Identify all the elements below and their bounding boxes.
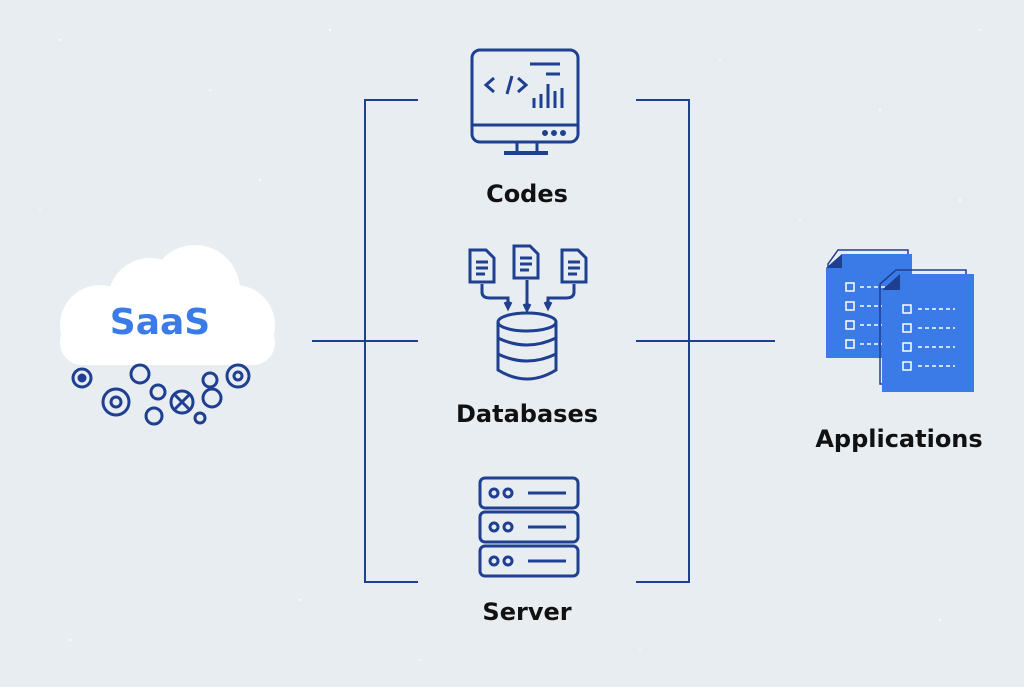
codes-label: Codes xyxy=(486,180,568,208)
left-bracket xyxy=(364,99,418,583)
documents-checklist-icon xyxy=(826,249,974,392)
applications-label: Applications xyxy=(815,425,983,453)
document-icon xyxy=(468,248,496,284)
gears-icon xyxy=(71,363,251,426)
database-icon xyxy=(468,244,588,381)
saas-label: SaaS xyxy=(109,302,211,343)
connector-lines xyxy=(312,99,775,583)
document-icon xyxy=(560,248,588,284)
databases-label: Databases xyxy=(455,400,599,428)
server-label: Server xyxy=(482,598,572,626)
document-icon xyxy=(512,244,540,280)
background-speckles xyxy=(39,28,1001,661)
monitor-code-icon xyxy=(470,48,580,155)
server-icon xyxy=(478,476,580,578)
cloud-icon xyxy=(60,245,275,365)
document-front xyxy=(879,269,974,392)
